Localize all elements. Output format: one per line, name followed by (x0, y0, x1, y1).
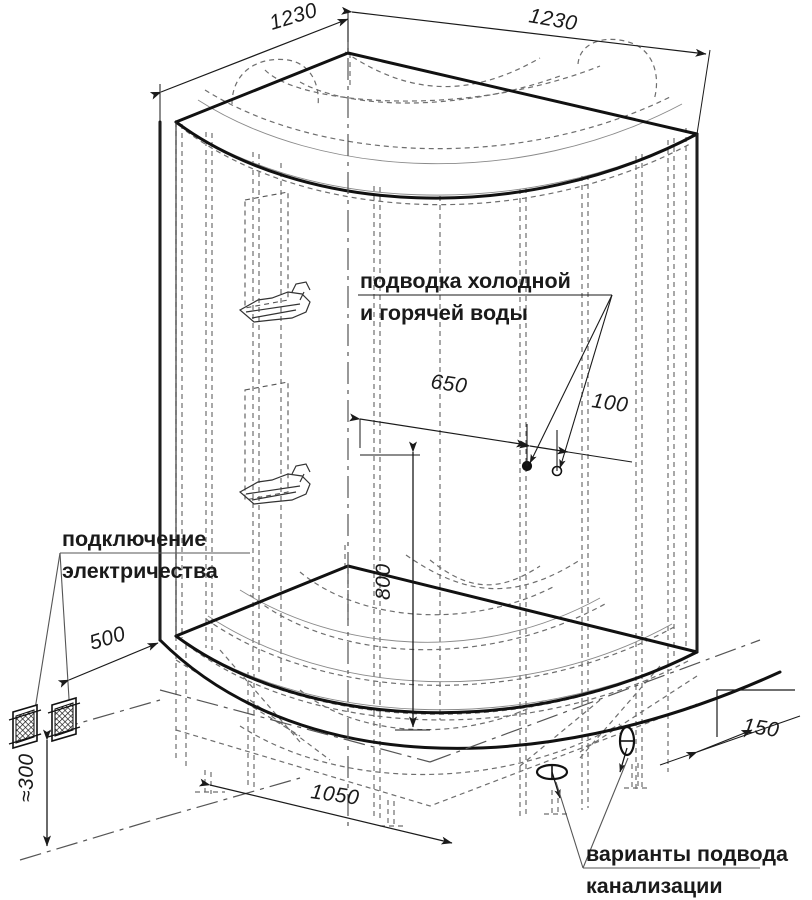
shower-fixture-lower (238, 463, 311, 505)
shower-fixtures (244, 191, 289, 501)
sewerage-label-line2: канализации (586, 874, 723, 898)
water-supply-label-line2: и горячей воды (360, 301, 528, 325)
water-supply-label-line1: подводка холодной (360, 269, 571, 293)
dimension-300-text: ≈300 (15, 753, 38, 802)
water-supply-leader-lines (358, 294, 613, 469)
sewerage-leader-lines (555, 757, 760, 869)
dimension-650-text: 650 (429, 370, 468, 398)
dimension-800-text: 800 (372, 563, 395, 600)
electrical-outlet-symbol-1 (8, 703, 42, 750)
dimension-800 (360, 441, 430, 731)
electricity-label-line2: электричества (62, 559, 219, 583)
cabin-wall-thin-lines (159, 122, 698, 652)
sewerage-label-line1: варианты подвода (586, 842, 789, 866)
dimension-100 (519, 440, 633, 463)
dimension-150-text: 150 (741, 714, 780, 742)
dimension-500 (57, 642, 159, 688)
dimension-1230-right (341, 6, 711, 135)
tray-bottom-curve (158, 638, 782, 750)
dimension-100-text: 100 (590, 389, 629, 417)
shower-fixture-upper (238, 281, 311, 323)
dimension-1050 (198, 778, 453, 845)
electrical-outlet-symbol-2 (47, 696, 81, 743)
drain-points (535, 725, 636, 799)
electricity-leader-lines (31, 552, 250, 723)
roof-front-curve (174, 120, 699, 200)
electricity-label-line1: подключение (62, 527, 206, 551)
dimension-650 (349, 413, 528, 448)
dimension-150 (659, 689, 801, 766)
